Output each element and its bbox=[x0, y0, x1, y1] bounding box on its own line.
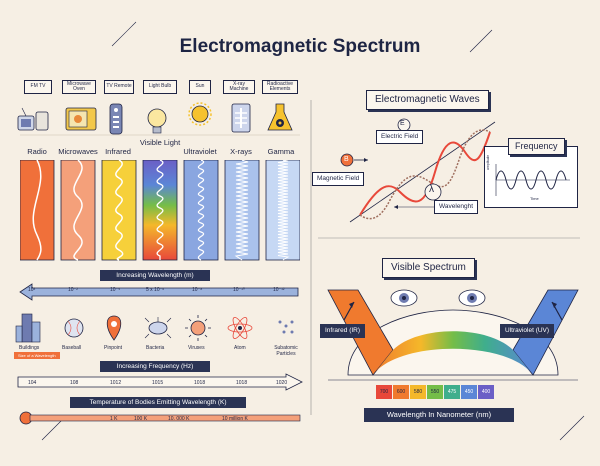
ultraviolet-band bbox=[183, 160, 219, 261]
nm-cell-600: 600 bbox=[393, 385, 409, 399]
electric-field-label: Electric Field bbox=[376, 130, 424, 144]
source-icons bbox=[17, 102, 293, 135]
magnetic-symbol: B bbox=[344, 156, 349, 163]
frequency-tick-5: 1018 bbox=[194, 380, 206, 386]
wavelength-tick-4: 5 x 10⁻⁶ bbox=[146, 287, 165, 293]
wavelength-tick-1: 10³ bbox=[28, 287, 36, 293]
object-label-subatomic: Subatomic Particles bbox=[274, 345, 298, 357]
frequency-tick-3: 1012 bbox=[110, 380, 122, 386]
right-eye-icon bbox=[458, 289, 486, 307]
radio-band bbox=[20, 160, 55, 261]
nm-cell-450: 450 bbox=[461, 385, 477, 399]
frequency-graph-title: Frequency bbox=[508, 138, 565, 155]
band-label-radio: Radio bbox=[27, 147, 47, 156]
nm-cell-580: 580 bbox=[410, 385, 426, 399]
wavelength-tick-6: 10⁻¹⁰ bbox=[233, 287, 245, 293]
microwaves-band bbox=[60, 160, 96, 261]
amplitude-axis-label: amplitude bbox=[486, 154, 490, 170]
band-label-gamma: Gamma bbox=[267, 147, 295, 156]
nm-cell-550: 550 bbox=[427, 385, 443, 399]
wavelength-tick-2: 10⁻² bbox=[68, 287, 78, 293]
bacteria-icon bbox=[144, 317, 172, 339]
temperature-tick-1: 1 K bbox=[110, 416, 118, 422]
source-label-xray: X-ray Machine bbox=[223, 80, 255, 94]
source-label-microwave: Microwave Oven bbox=[62, 80, 96, 94]
infrared-tag: Infrared (IR) bbox=[320, 324, 366, 338]
wavelength-arrow bbox=[19, 283, 299, 301]
pinpoint-icon bbox=[106, 315, 122, 341]
visible-spectrum-title: Visible Spectrum bbox=[382, 258, 475, 278]
frequency-title: Increasing Frequency (Hz) bbox=[100, 361, 210, 372]
wavelength-tick-5: 10⁻⁸ bbox=[192, 287, 203, 293]
object-label-viruses: Viruses bbox=[188, 345, 205, 351]
frequency-graph bbox=[495, 164, 570, 196]
xrays-band bbox=[224, 160, 260, 261]
gamma-band bbox=[265, 160, 300, 261]
lambda-symbol: λ bbox=[429, 184, 434, 195]
remote-icon bbox=[109, 103, 123, 135]
radioactive-flask-icon bbox=[267, 103, 293, 131]
band-label-infrared: Infrared bbox=[105, 147, 131, 156]
temperature-tick-2: 100 K bbox=[134, 416, 148, 422]
source-label-sun: Sun bbox=[189, 80, 211, 94]
source-label-radioactive: Radioactive Elements bbox=[262, 80, 298, 94]
wavelength-tick-7: 10⁻¹² bbox=[273, 287, 285, 293]
wavelength-title: Increasing Wavelength (m) bbox=[100, 270, 210, 281]
band-label-xrays: X-rays bbox=[230, 147, 252, 156]
source-label-tv-remote: TV Remote bbox=[104, 80, 134, 94]
em-wave-illustration bbox=[340, 118, 496, 223]
frequency-tick-6: 1018 bbox=[236, 380, 248, 386]
band-label-visible: Visible Light bbox=[139, 138, 181, 147]
page-title: Electromagnetic Spectrum bbox=[179, 36, 421, 57]
band-columns bbox=[20, 160, 300, 261]
em-waves-title: Electromagnetic Waves bbox=[366, 90, 489, 110]
frequency-tick-4: 1015 bbox=[152, 380, 164, 386]
xray-machine-icon bbox=[231, 103, 251, 133]
time-axis-label: Time bbox=[530, 196, 539, 201]
frequency-tick-1: 104 bbox=[28, 380, 37, 386]
infrared-band bbox=[101, 160, 137, 261]
temperature-title: Temperature of Bodies Emitting Wavelengt… bbox=[70, 397, 246, 408]
sun-icon bbox=[188, 102, 212, 126]
temperature-bar bbox=[19, 411, 301, 425]
electric-symbol: E bbox=[400, 120, 405, 127]
visible-light-band bbox=[142, 160, 178, 261]
size-object-icons bbox=[15, 313, 294, 343]
frequency-arrow bbox=[17, 373, 303, 391]
source-label-light-bulb: Light Bulb bbox=[143, 80, 177, 94]
buildings-icon bbox=[15, 313, 41, 343]
tv-icon bbox=[17, 107, 49, 131]
ultraviolet-tag: Ultraviolet (UV) bbox=[500, 324, 555, 338]
band-label-ultraviolet: Ultraviolet bbox=[183, 147, 217, 156]
wavelength-tick-3: 10⁻⁵ bbox=[110, 287, 121, 293]
wavelength-field-label: Wavelenght bbox=[434, 200, 479, 214]
band-label-microwaves: Microwaves bbox=[58, 147, 98, 156]
frequency-tick-7: 1020 bbox=[276, 380, 288, 386]
size-note-tag: Size of a Wavelength bbox=[14, 352, 60, 359]
microwave-icon bbox=[65, 107, 97, 131]
object-label-bacteria: Bacteria bbox=[146, 345, 165, 351]
object-label-atom: Atom bbox=[234, 345, 246, 351]
virus-icon bbox=[185, 315, 211, 341]
left-eye-icon bbox=[390, 289, 418, 307]
baseball-icon bbox=[64, 318, 84, 338]
subatomic-particles-icon bbox=[278, 320, 294, 334]
light-bulb-icon bbox=[147, 108, 167, 134]
nm-cell-700: 700 bbox=[376, 385, 392, 399]
nm-cell-400: 400 bbox=[478, 385, 494, 399]
source-label-fm-tv: FM TV bbox=[24, 80, 52, 94]
temperature-tick-4: 10 million K bbox=[222, 416, 248, 422]
atom-icon bbox=[227, 317, 253, 339]
object-label-pinpoint: Pinpoint bbox=[104, 345, 123, 351]
nm-cell-475: 475 bbox=[444, 385, 460, 399]
object-label-baseball: Baseball bbox=[62, 345, 82, 351]
object-label-buildings: Buildings bbox=[19, 345, 40, 351]
temperature-tick-3: 10. 000 K bbox=[168, 416, 190, 422]
frequency-tick-2: 108 bbox=[70, 380, 79, 386]
nm-label: Wavelength In Nanometer (nm) bbox=[364, 408, 514, 422]
magnetic-field-label: Magnetic Field bbox=[312, 172, 365, 186]
